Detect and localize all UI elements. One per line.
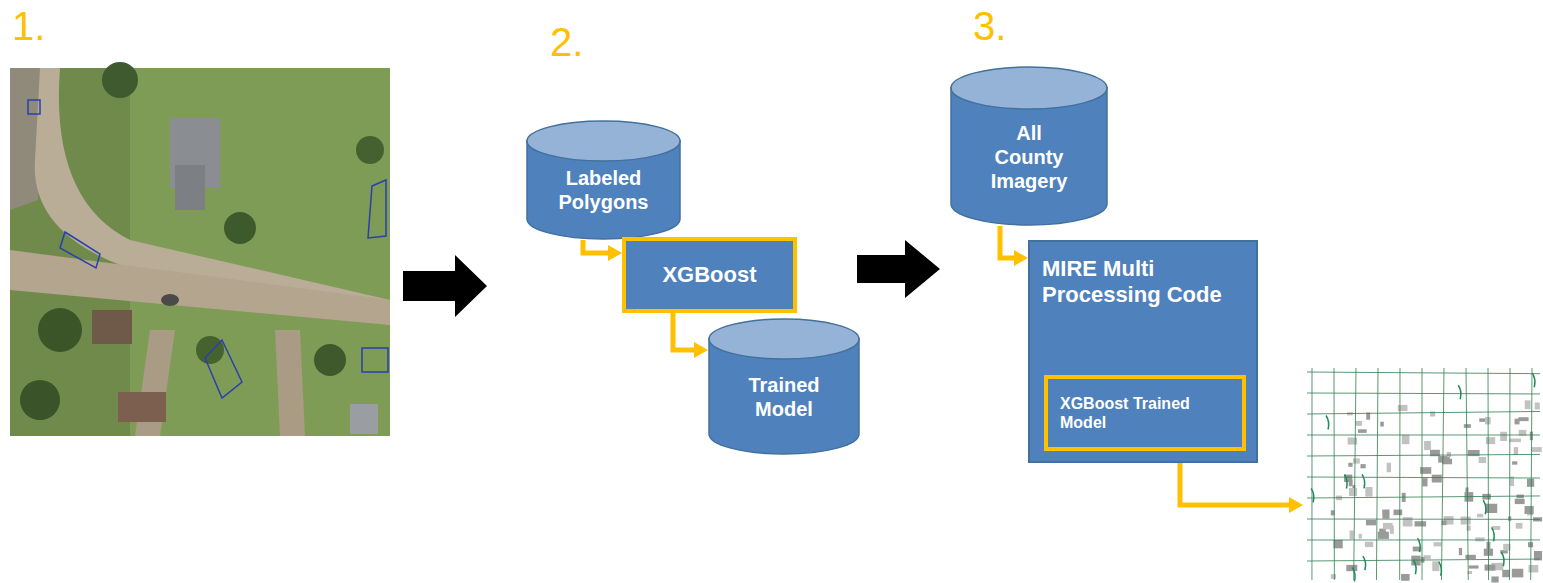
arrow-head bbox=[608, 245, 622, 261]
node-label: Labeled Polygons bbox=[539, 166, 669, 214]
node-label: XGBoost bbox=[638, 262, 781, 288]
step-number: 1. bbox=[12, 6, 45, 46]
aerial-image bbox=[10, 62, 390, 436]
process-box: MIRE Multi Processing CodeXGBoost Traine… bbox=[1028, 240, 1258, 463]
connector-line bbox=[673, 313, 694, 350]
process-box: XGBoost Trained Model bbox=[1044, 375, 1246, 451]
node-label: MIRE Multi Processing Code bbox=[1042, 256, 1244, 309]
node-label: Trained Model bbox=[729, 373, 839, 421]
flow-connector bbox=[673, 313, 708, 358]
text-area: All County Imagery bbox=[982, 121, 1077, 193]
node-label: All County Imagery bbox=[982, 121, 1077, 193]
step-number: 3. bbox=[973, 6, 1006, 46]
text-area: XGBoost bbox=[626, 262, 793, 288]
connector-line bbox=[1000, 226, 1014, 258]
step-number: 2. bbox=[550, 22, 583, 62]
database-cylinder: All County Imagery bbox=[950, 66, 1108, 226]
database-cylinder: Labeled Polygons bbox=[526, 120, 681, 240]
flow-connector bbox=[1000, 226, 1028, 266]
connector-line bbox=[583, 240, 608, 253]
arrow-head bbox=[1014, 250, 1028, 266]
output-arrow bbox=[1180, 463, 1303, 513]
text-area: XGBoost Trained Model bbox=[1048, 394, 1242, 432]
node-label: XGBoost Trained Model bbox=[1060, 394, 1230, 432]
text-area: Labeled Polygons bbox=[539, 166, 669, 214]
process-box: XGBoost bbox=[622, 237, 797, 313]
text-area: Trained Model bbox=[729, 373, 839, 421]
database-cylinder: Trained Model bbox=[708, 318, 860, 455]
county-map bbox=[1305, 365, 1543, 583]
arrow-head bbox=[694, 342, 708, 358]
text-area: MIRE Multi Processing Code bbox=[1042, 256, 1244, 309]
flow-connector bbox=[583, 240, 622, 261]
